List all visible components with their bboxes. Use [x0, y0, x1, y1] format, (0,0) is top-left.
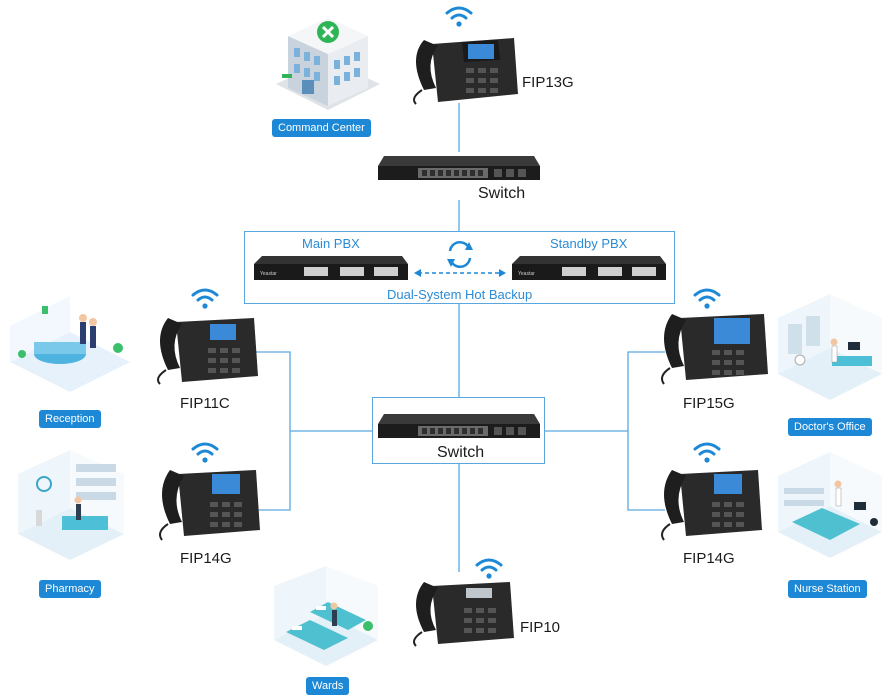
wifi-icon — [693, 288, 721, 309]
network-switch-icon — [378, 156, 540, 180]
doctors-office-room-icon — [778, 294, 882, 400]
phone-label-fip14g-left: FIP14G — [180, 550, 232, 567]
ip-phone-fip11c-icon — [157, 318, 258, 385]
switch-label-center: Switch — [437, 444, 485, 461]
ip-phone-fip10-icon — [413, 582, 514, 647]
wifi-icon — [693, 442, 721, 463]
location-badge-command-center: Command Center — [272, 119, 371, 137]
sync-arrows-icon — [414, 241, 506, 277]
pbx-caption: Dual-System Hot Backup — [387, 287, 533, 302]
location-badge-nurse-station: Nurse Station — [788, 580, 867, 598]
ip-phone-fip14g-right-icon — [661, 470, 762, 541]
ip-phone-fip14g-left-icon — [159, 470, 260, 541]
ip-phone-fip13g-icon — [413, 38, 518, 105]
pharmacy-room-icon — [18, 450, 124, 560]
phone-label-fip14g-right: FIP14G — [683, 550, 735, 567]
hospital-building-icon — [276, 18, 380, 110]
network-switch-icon — [378, 414, 540, 438]
location-badge-pharmacy: Pharmacy — [39, 580, 101, 598]
phone-label-fip10: FIP10 — [520, 619, 561, 636]
wifi-icon — [475, 558, 503, 579]
main-pbx-device-icon: Yeastar — [254, 256, 408, 280]
wifi-icon — [445, 6, 473, 27]
location-badge-wards: Wards — [306, 677, 350, 695]
svg-text:Yeastar: Yeastar — [518, 271, 535, 277]
wifi-icon — [191, 288, 219, 309]
phone-label-fip13g: FIP13G — [522, 74, 574, 91]
ip-phone-fip15g-icon — [661, 314, 768, 385]
nurse-station-room-icon — [778, 452, 882, 558]
reception-room-icon — [10, 296, 130, 392]
phone-label-fip15g: FIP15G — [683, 395, 735, 412]
standby-pbx-label: Standby PBX — [550, 236, 628, 251]
center-switch-group — [372, 397, 545, 464]
wifi-icon — [191, 442, 219, 463]
location-badge-doctors-office: Doctor's Office — [788, 418, 872, 436]
phone-label-fip11c: FIP11C — [180, 395, 230, 412]
svg-text:Yeastar: Yeastar — [260, 271, 277, 277]
wards-room-icon — [274, 566, 378, 666]
location-badge-reception: Reception — [39, 410, 101, 428]
pbx-backup-group — [244, 231, 675, 304]
main-pbx-label: Main PBX — [302, 236, 360, 251]
standby-pbx-device-icon: Yeastar — [512, 256, 666, 280]
switch-label-top: Switch — [478, 185, 526, 202]
